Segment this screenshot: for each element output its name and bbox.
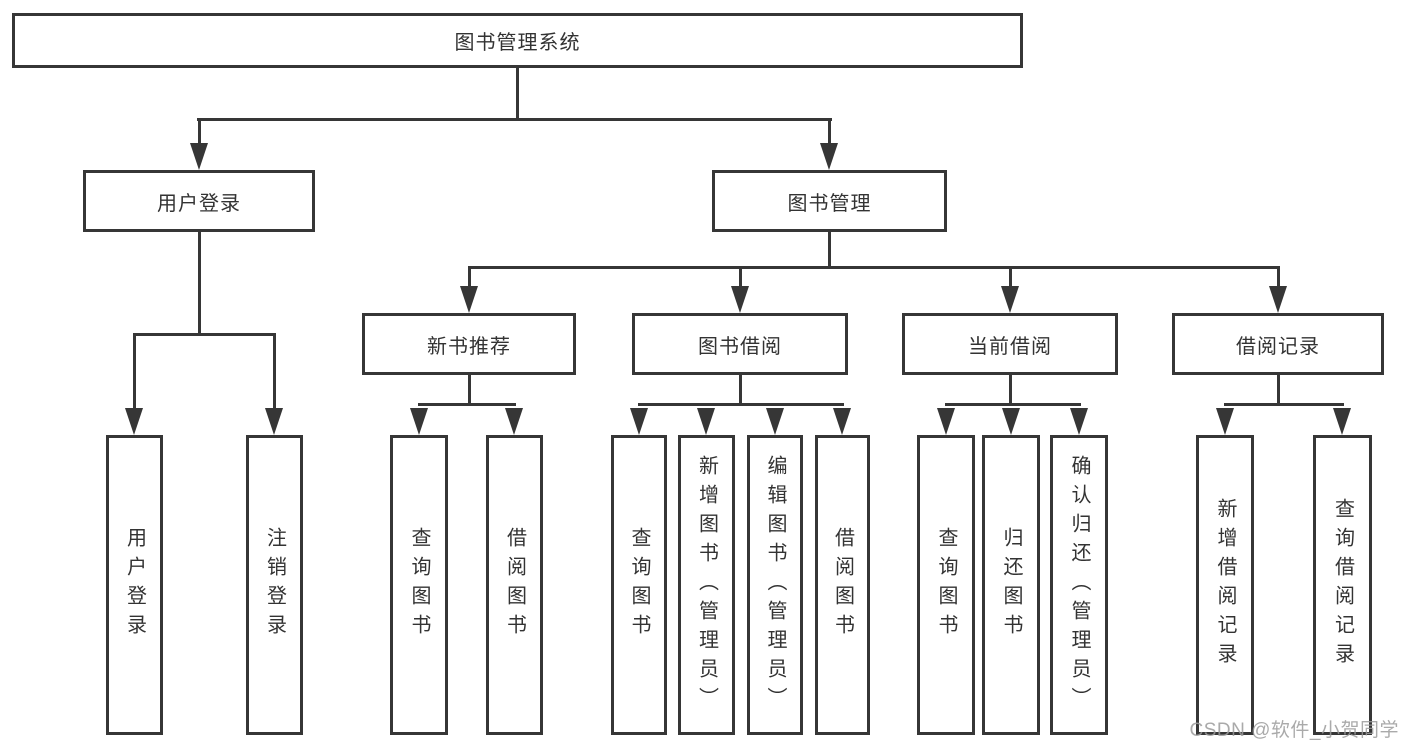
leaf-label: 归还图书 bbox=[1000, 527, 1022, 643]
leaf-label: 借阅图书 bbox=[831, 527, 854, 643]
leaf-label: 查询图书 bbox=[628, 527, 650, 643]
root-box-label: 图书管理系统 bbox=[454, 32, 581, 54]
connector-split bbox=[1224, 403, 1344, 406]
leaf-label: 用户登录 bbox=[123, 527, 146, 643]
connector-drop bbox=[739, 375, 742, 406]
section-box-label: 当前借阅 bbox=[968, 335, 1052, 358]
leaf-label: 新增借阅记录 bbox=[1214, 498, 1236, 672]
arrow-down-icon bbox=[697, 408, 715, 435]
leaf-box-query-borrow-record: 查询借阅记录 bbox=[1313, 435, 1372, 735]
connector-split bbox=[945, 403, 1081, 406]
section-box-borrow-records: 借阅记录 bbox=[1172, 313, 1384, 375]
leaf-label: 查询图书 bbox=[408, 527, 430, 643]
section-box-current-borrowing: 当前借阅 bbox=[902, 313, 1118, 375]
leaf-label: 新增图书（管理员） bbox=[695, 454, 718, 716]
arrow-down-icon bbox=[766, 408, 784, 435]
section-box-label: 借阅记录 bbox=[1236, 335, 1320, 358]
arrow-down-icon bbox=[820, 143, 838, 170]
arrow-down-icon bbox=[833, 408, 851, 435]
arrow-down-icon bbox=[1002, 408, 1020, 435]
section-box-new-book-recommend: 新书推荐 bbox=[362, 313, 576, 375]
leaf-box-confirm-return-admin: 确认归还（管理员） bbox=[1050, 435, 1108, 735]
arrow-down-icon bbox=[265, 408, 283, 435]
leaf-box-query-books-current: 查询图书 bbox=[917, 435, 975, 735]
connector-userlogin-drop bbox=[198, 232, 201, 335]
connector-split bbox=[638, 403, 844, 406]
arrow-down-icon bbox=[731, 286, 749, 313]
connector-stub bbox=[198, 118, 201, 145]
connector-drop bbox=[1009, 375, 1012, 406]
connector-drop bbox=[468, 375, 471, 406]
connector-stub bbox=[133, 333, 136, 410]
leaf-box-user-login: 用户登录 bbox=[106, 435, 163, 735]
branch-box-user-login: 用户登录 bbox=[83, 170, 315, 232]
branch-box-book-management: 图书管理 bbox=[712, 170, 947, 232]
branch-box-label: 用户登录 bbox=[157, 192, 241, 215]
leaf-label: 查询图书 bbox=[935, 527, 957, 643]
connector-root-split bbox=[197, 118, 832, 121]
arrow-down-icon bbox=[125, 408, 143, 435]
branch-box-label: 图书管理 bbox=[787, 192, 872, 215]
connector-split bbox=[418, 403, 516, 406]
connector-stub bbox=[273, 333, 276, 410]
connector-stub bbox=[828, 118, 831, 145]
root-box-library-system: 图书管理系统 bbox=[12, 13, 1023, 68]
connector-userlogin-split bbox=[133, 333, 276, 336]
arrow-down-icon bbox=[1216, 408, 1234, 435]
connector-stub bbox=[468, 266, 471, 288]
arrow-down-icon bbox=[1269, 286, 1287, 313]
leaf-box-add-borrow-record: 新增借阅记录 bbox=[1196, 435, 1254, 735]
arrow-down-icon bbox=[190, 143, 208, 170]
connector-bookmgmt-split bbox=[468, 266, 1280, 269]
leaf-box-logout-login: 注销登录 bbox=[246, 435, 303, 735]
connector-drop bbox=[1277, 375, 1280, 406]
arrow-down-icon bbox=[937, 408, 955, 435]
connector-root-drop bbox=[516, 68, 519, 118]
connector-stub bbox=[739, 266, 742, 288]
leaf-box-query-books-recommend: 查询图书 bbox=[390, 435, 448, 735]
arrow-down-icon bbox=[630, 408, 648, 435]
arrow-down-icon bbox=[460, 286, 478, 313]
arrow-down-icon bbox=[410, 408, 428, 435]
leaf-box-return-books: 归还图书 bbox=[982, 435, 1040, 735]
arrow-down-icon bbox=[1001, 286, 1019, 313]
leaf-label: 查询借阅记录 bbox=[1331, 498, 1354, 672]
leaf-box-edit-books-admin: 编辑图书（管理员） bbox=[747, 435, 803, 735]
leaf-box-add-books-admin: 新增图书（管理员） bbox=[678, 435, 735, 735]
leaf-label: 借阅图书 bbox=[503, 527, 526, 643]
arrow-down-icon bbox=[505, 408, 523, 435]
leaf-box-query-books-borrowing: 查询图书 bbox=[611, 435, 667, 735]
section-box-book-borrowing: 图书借阅 bbox=[632, 313, 848, 375]
leaf-label: 确认归还（管理员） bbox=[1068, 454, 1090, 716]
arrow-down-icon bbox=[1070, 408, 1088, 435]
leaf-label: 注销登录 bbox=[263, 527, 286, 643]
section-box-label: 图书借阅 bbox=[698, 335, 782, 358]
leaf-label: 编辑图书（管理员） bbox=[764, 454, 786, 716]
leaf-box-borrow-books-recommend: 借阅图书 bbox=[486, 435, 543, 735]
csdn-watermark: CSDN @软件_小贺同学 bbox=[1189, 720, 1399, 741]
section-box-label: 新书推荐 bbox=[427, 335, 511, 358]
leaf-box-borrow-books: 借阅图书 bbox=[815, 435, 870, 735]
connector-stub bbox=[1277, 266, 1280, 288]
connector-stub bbox=[1009, 266, 1012, 288]
arrow-down-icon bbox=[1333, 408, 1351, 435]
connector-bookmgmt-drop bbox=[828, 232, 831, 269]
